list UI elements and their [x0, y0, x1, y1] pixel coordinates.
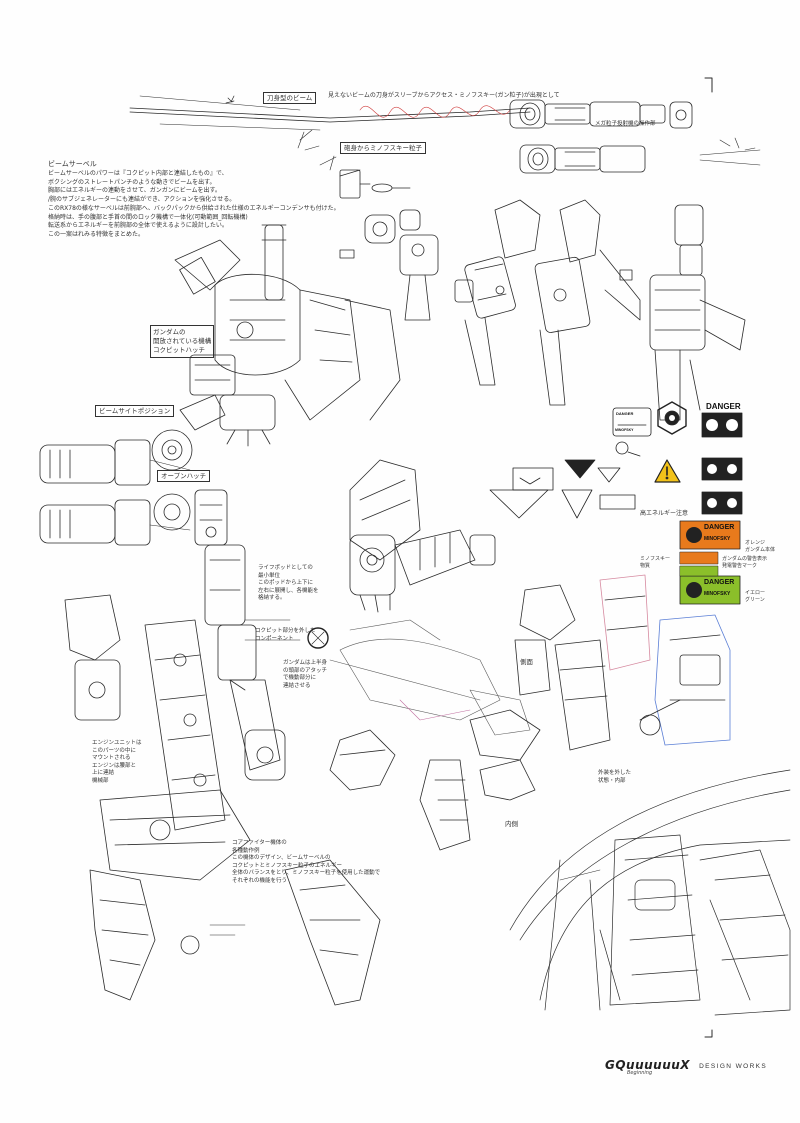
hand-unit-drawing [349, 459, 496, 613]
gundam-core-note: ガンダムは上半身 の頭部のアタッチ で機動部分に 連結させる [283, 660, 328, 689]
gquuuuuux-logo: GQuuuuuuX Beginning [605, 1058, 691, 1076]
warning-decals [489, 401, 743, 605]
side-label: 側面 [520, 658, 533, 666]
cockpit-caption: 外装を外した 状態・内部 [598, 770, 632, 784]
danger-label: DANGER [704, 579, 735, 586]
center-arm-drawing [194, 489, 301, 691]
minovsky-label: MINOFSKY [704, 536, 731, 542]
crop-mark [704, 77, 713, 93]
gundam-hatch-note: ガンダムの 開放されている機構 コクピットハッチ [150, 325, 215, 358]
open-hatch-label: オープンハッチ [157, 470, 211, 482]
gun-pod-drawing [339, 209, 439, 321]
logo-subtitle: Beginning [627, 1070, 653, 1076]
design-works-label: DESIGN WORKS [699, 1063, 768, 1070]
left-limb-drawing [64, 594, 381, 1006]
logo-text: GQuuuuuuX [605, 1058, 691, 1072]
warning-caption: 高エネルギー注意 [640, 510, 689, 517]
danger-label: DANGER [706, 402, 741, 411]
torso-assembly-drawing [174, 224, 401, 447]
crop-mark [704, 1029, 713, 1038]
beam-rifle-drawing [129, 95, 761, 199]
beam-sight-label: ビームサイトポジション [95, 405, 175, 417]
danger-label: DANGER [704, 524, 735, 531]
inner-label: 内側 [505, 820, 518, 828]
beam-saber-heading: ビームサーベル [48, 160, 97, 168]
beam-saber-body: ビームサーベルのパワーは『コクピット内部と連結したもの』で、 ボクシングのストレ… [48, 170, 236, 203]
minovsky-caption: ミノフスキー 物質 [640, 556, 671, 569]
design-body: このRX78の様なサーベルは前腕部へ、バックパックから供給された仕様のエネルギー… [48, 205, 340, 238]
small-plate-label: DANGER [616, 411, 634, 416]
gatling-pod-drawing [39, 429, 193, 546]
rifle-callout: 見えないビームの刀身がスリーブからアクセス・ミノフスキー(ガン粒子)が出現として [328, 92, 560, 99]
fighter-sketch-drawing [307, 619, 541, 851]
cockpit-interior-drawing [509, 769, 791, 1016]
barrel-caption: 砲身からミノフスキー粒子 [340, 142, 426, 154]
minovsky-label: MINOFSKY [704, 591, 731, 597]
weapon-arm-group [454, 199, 746, 421]
yellow-green-caption: イエロー グリーン [745, 590, 765, 603]
caution-mark-caption: ガンダムの警告表示 発電警告マーク [722, 556, 768, 569]
orange-caption: オレンジ ガンダム本体 [745, 540, 776, 553]
rifle-caption: 刀身型のビーム [263, 92, 317, 104]
minovsky-label: MINOFSKY [615, 428, 634, 432]
engine-unit-note: エンジンユニットは このパーツの中に マウントされる エンジンは腰部と 上に連結… [92, 740, 142, 784]
small-caption: メガ粒子投射機の操作部 [595, 121, 656, 127]
cockpit-note: コクピット部分を外した コンポーネント [255, 628, 316, 642]
life-pod-note: ライフポッドとしての 最小単位 このポッドから上下に 左右に展開し、各機能を 格… [258, 565, 319, 601]
footer-branding: GQuuuuuuX Beginning DESIGN WORKS [605, 1050, 768, 1076]
cofighter-note: コアファイター機体の 各種動作例 この機体のデザイン、ビームサーベルの コクピッ… [232, 840, 381, 884]
shield-arm-drawing [514, 574, 731, 751]
